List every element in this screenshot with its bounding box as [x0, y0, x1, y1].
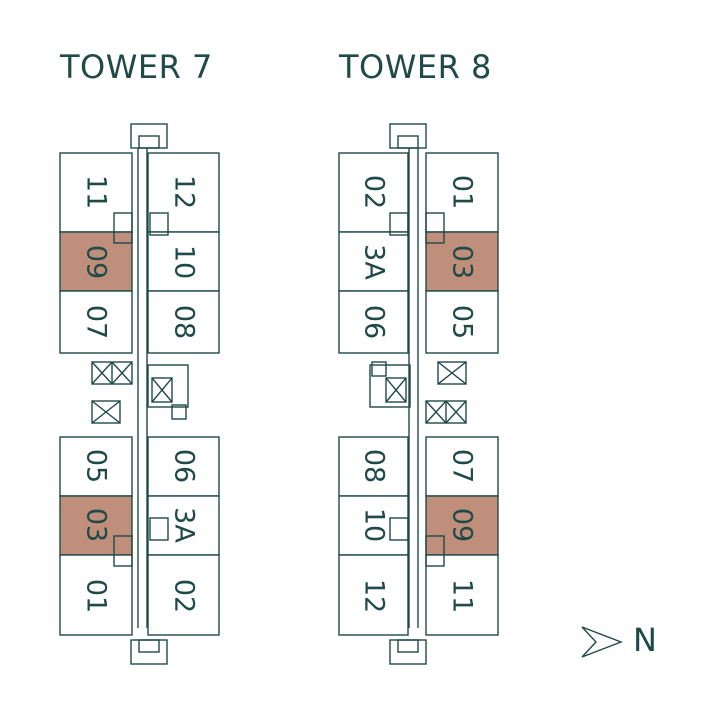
unit-label: 08	[169, 305, 200, 339]
unit-label: 11	[81, 175, 112, 209]
tower-7-plan	[59, 123, 220, 665]
tower-7-stair-core	[147, 364, 189, 408]
unit-tower7-02[interactable]	[147, 554, 220, 636]
tower-8-stair-core	[369, 364, 411, 408]
unit-tower8-07[interactable]	[425, 436, 499, 497]
unit-label: 09	[81, 245, 112, 279]
unit-label: 02	[359, 175, 390, 209]
unit-label: 01	[81, 579, 112, 613]
unit-label: 06	[359, 305, 390, 339]
unit-label: 12	[359, 579, 390, 613]
north-arrow-icon	[581, 626, 623, 658]
unit-label: 03	[447, 245, 478, 279]
unit-tower7-08[interactable]	[147, 290, 220, 354]
unit-label: 02	[169, 579, 200, 613]
unit-tower7-3A[interactable]	[147, 495, 220, 556]
tower-7-top-stair-landing	[138, 135, 160, 149]
unit-label: 09	[447, 508, 478, 542]
tower-8-plan	[338, 123, 499, 665]
unit-tower8-09[interactable]	[425, 495, 499, 556]
unit-tower7-03[interactable]	[59, 495, 133, 556]
unit-tower8-02[interactable]	[338, 152, 409, 233]
tower-8-title: TOWER 8	[339, 48, 492, 86]
unit-labels: 11 09 07 05 03 01 12 10 08 06 3A 02 02 3…	[81, 175, 478, 613]
unit-label: 11	[447, 579, 478, 613]
unit-tower8-03[interactable]	[425, 231, 499, 292]
unit-label: 08	[359, 449, 390, 483]
unit-label: 07	[81, 305, 112, 339]
unit-label: 10	[169, 245, 200, 279]
tower-7-elevator-bottom	[91, 400, 121, 424]
tower-7-bottom-stair-landing	[138, 639, 160, 653]
tower-8-elevator-top	[437, 361, 467, 385]
unit-label: 06	[169, 449, 200, 483]
unit-tower8-11[interactable]	[425, 554, 499, 636]
unit-tower8-12[interactable]	[338, 554, 409, 636]
tower-7-title: TOWER 7	[60, 48, 213, 86]
unit-label: 05	[447, 305, 478, 339]
unit-label: 03	[81, 508, 112, 542]
unit-tower7-06[interactable]	[147, 436, 220, 497]
unit-tower8-01[interactable]	[425, 152, 499, 233]
unit-label: 07	[447, 449, 478, 483]
unit-label: 05	[81, 449, 112, 483]
north-label: N	[633, 621, 657, 659]
unit-label: 01	[447, 175, 478, 209]
unit-tower8-05[interactable]	[425, 290, 499, 354]
unit-label: 3A	[169, 507, 200, 543]
unit-label: 3A	[359, 244, 390, 280]
unit-tower7-07[interactable]	[59, 290, 133, 354]
unit-tower7-10[interactable]	[147, 231, 220, 292]
unit-tower7-12[interactable]	[147, 152, 220, 233]
unit-tower7-01[interactable]	[59, 554, 133, 636]
unit-label: 10	[359, 508, 390, 542]
unit-label: 12	[169, 175, 200, 209]
unit-tower8-06[interactable]	[338, 290, 409, 354]
